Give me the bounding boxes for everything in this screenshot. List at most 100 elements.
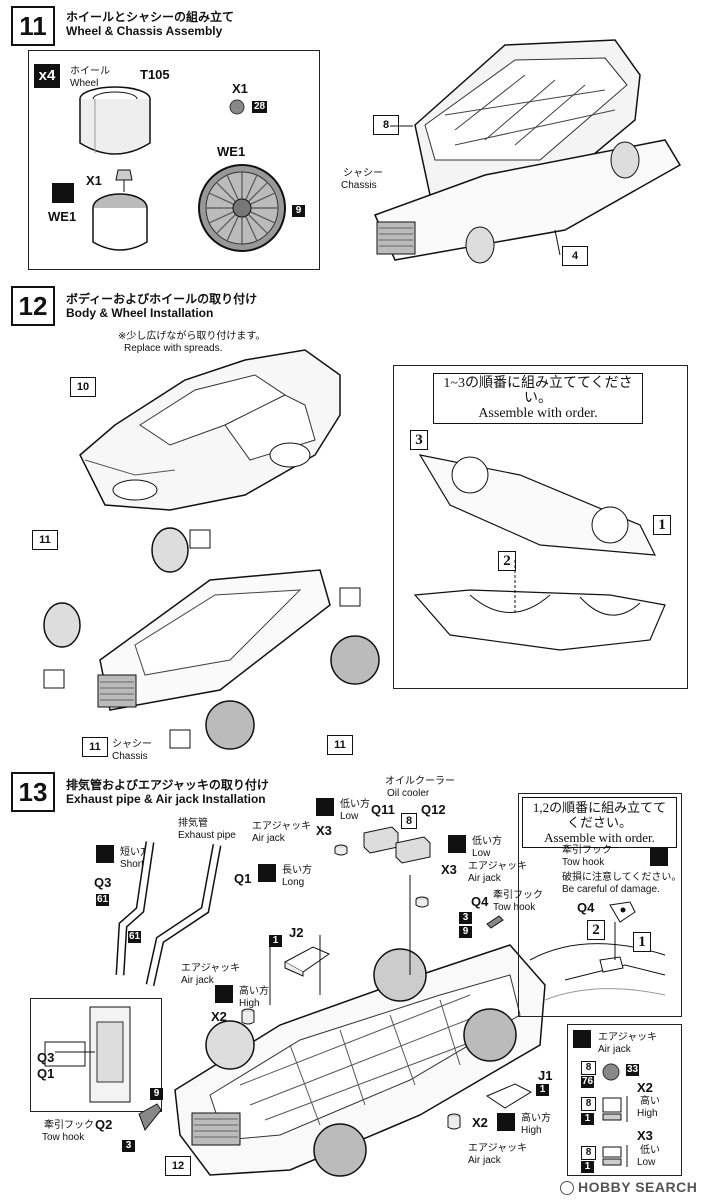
- step-12-order-frame: [393, 365, 688, 689]
- q3-part-number: 61: [96, 894, 109, 906]
- legend-x2: X2: [637, 1080, 653, 1095]
- chassis-assembly-drawing: [373, 39, 682, 264]
- glue-icon-low: [316, 798, 334, 816]
- tag-11-c: 11: [327, 735, 353, 755]
- oilcooler-label-en: Oil cooler: [387, 788, 430, 799]
- legend-high-drawing: [602, 1096, 628, 1122]
- legend-8: 8: [581, 1061, 596, 1075]
- legend-76: 76: [581, 1076, 594, 1088]
- step-12-number: 12: [11, 286, 55, 326]
- legend-1c: 1: [581, 1161, 594, 1173]
- part-x2: X2: [211, 1009, 227, 1024]
- legend-8b: 8: [581, 1097, 596, 1111]
- q2-number-3: 3: [122, 1140, 135, 1152]
- tag-11-a: 11: [32, 530, 58, 550]
- step13-order-jp: 1,2の順番に組み立ててください。: [532, 800, 667, 830]
- short-label-jp: 短い方: [120, 847, 150, 858]
- part-q4: Q4: [471, 894, 489, 909]
- detail-inset-drawing: [44, 1006, 131, 1103]
- tire-drawing: [79, 86, 151, 155]
- step-11-number: 11: [11, 6, 55, 46]
- tag-12: 12: [165, 1156, 191, 1176]
- damage-label-jp: 破損に注意してください。: [562, 872, 682, 883]
- towhook2-label-jp: 牽引フック: [44, 1120, 94, 1131]
- step-11-wheel-frame: [28, 50, 320, 270]
- q4-number-3: 3: [459, 912, 472, 924]
- part-q4-inset: Q4: [577, 900, 595, 915]
- short-label-en: Short: [120, 859, 144, 870]
- part-we1-top: WE1: [217, 144, 246, 159]
- oil-cooler-drawing: [363, 826, 431, 864]
- airjack3-label-en: Air jack: [181, 975, 214, 986]
- long-label-en: Long: [282, 877, 305, 888]
- chassis-label-jp: シャシー: [343, 168, 383, 179]
- part-j2: J2: [289, 925, 304, 940]
- we1-wheel-drawing: [198, 164, 286, 252]
- low2-label-jp: 低い方: [472, 836, 502, 847]
- part-q11: Q11: [371, 802, 395, 817]
- airjack2-label-en: Air jack: [468, 873, 501, 884]
- q4-drawing: [486, 915, 504, 929]
- step12-chassis-jp: シャシー: [112, 739, 152, 750]
- part-q3: Q3: [94, 875, 112, 890]
- legend-high-en: High: [637, 1108, 658, 1119]
- step13-order-note: 1,2の順番に組み立ててください。 Assemble with order.: [522, 797, 677, 848]
- damage-label-en: Be careful of damage.: [562, 884, 660, 895]
- spread-note-jp: ※少し広げながら取り付けます。: [118, 331, 266, 342]
- step12-order-3: 3: [410, 430, 428, 450]
- low-label-jp: 低い方: [340, 799, 370, 810]
- step-13-number: 13: [11, 772, 55, 812]
- q2-drawing: [138, 1103, 162, 1131]
- legend-high-jp: 高い: [640, 1096, 660, 1107]
- q11-q12-number: 8: [401, 813, 417, 829]
- legend-x3: X3: [637, 1128, 653, 1143]
- glue-icon-high: [215, 985, 233, 1003]
- airjack2-label-jp: エアジャッキ: [468, 861, 528, 872]
- airjack4-label-jp: エアジャッキ: [468, 1143, 528, 1154]
- step12-order-en: Assemble with order.: [478, 406, 598, 421]
- order-inset-drawing: [529, 901, 666, 1001]
- part-q2: Q2: [95, 1117, 113, 1132]
- underside-drawing: [413, 454, 666, 651]
- high2-label-en: High: [521, 1125, 542, 1136]
- detail-inset-frame: [30, 998, 162, 1112]
- part-x2-b: X2: [472, 1115, 488, 1130]
- exhaust-label-en: Exhaust pipe: [178, 830, 236, 841]
- step-13-order-frame: [518, 793, 682, 1017]
- x2b-drawing: [447, 1113, 461, 1130]
- part-we1-left: WE1: [48, 209, 77, 224]
- legend-airjack-en: Air jack: [598, 1044, 631, 1055]
- j2-drawing: [283, 946, 331, 977]
- step-12-title-jp: ボディーおよびホイールの取り付け: [66, 292, 258, 306]
- watermark-logo-icon: [560, 1181, 574, 1195]
- qty-badge: x4: [34, 64, 60, 88]
- towhook3-label-jp: 牽引フック: [562, 845, 612, 856]
- low2-label-en: Low: [472, 848, 491, 859]
- tag-11-b: 11: [82, 737, 108, 757]
- towhook3-label-en: Tow hook: [562, 857, 605, 868]
- part-j1: J1: [538, 1068, 553, 1083]
- we1-part-number: 9: [292, 205, 305, 217]
- airjack4-label-en: Air jack: [468, 1155, 501, 1166]
- no-glue-icon: [52, 183, 74, 203]
- tag-4: 4: [562, 246, 588, 266]
- x1-part-number: 28: [252, 101, 267, 113]
- wheel-assembly-drawing: [92, 169, 148, 251]
- step13-order-1: 1: [633, 932, 651, 952]
- x3b-drawing: [415, 896, 429, 908]
- step12-order-jp: 1~3の順番に組み立ててください。: [443, 376, 633, 406]
- high-label-en: High: [239, 998, 260, 1009]
- q2-number-9: 9: [150, 1088, 163, 1100]
- exhaust-pipes-drawing: [115, 841, 222, 986]
- part-x1-top: X1: [232, 81, 248, 96]
- step-12-title-en: Body & Wheel Installation: [66, 306, 214, 320]
- step13-order-en: Assemble with order.: [544, 830, 655, 845]
- legend-low-en: Low: [637, 1157, 656, 1168]
- part-q1-inset: Q1: [37, 1066, 55, 1081]
- step12-chassis-en: Chassis: [112, 751, 148, 762]
- q4-number-9: 9: [459, 926, 472, 938]
- j1-drawing: [485, 1083, 533, 1109]
- low-label-en: Low: [340, 811, 359, 822]
- part-q3-inset: Q3: [37, 1050, 55, 1065]
- towhook2-label-en: Tow hook: [42, 1132, 85, 1143]
